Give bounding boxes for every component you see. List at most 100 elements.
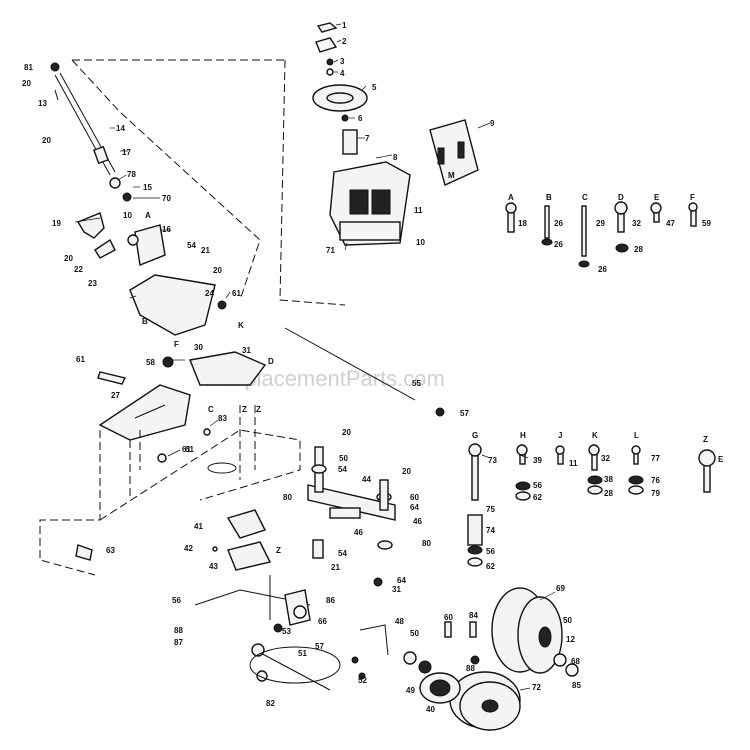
label-64: 64	[410, 503, 419, 512]
label-53: 53	[282, 627, 291, 636]
bracket-41	[226, 509, 266, 539]
label-46: 46	[413, 517, 422, 526]
label-54: 54	[338, 465, 347, 474]
label-8: 8	[393, 153, 398, 162]
label-10: 10	[416, 238, 425, 247]
label-20: 20	[402, 467, 411, 476]
letter-C: C	[582, 193, 588, 202]
letter-H: H	[520, 431, 526, 440]
label-80: 80	[283, 493, 292, 502]
letter-D: D	[268, 357, 274, 366]
label-13: 13	[38, 99, 47, 108]
label-62: 62	[486, 562, 495, 571]
hardware-pack-top	[505, 201, 698, 268]
label-85: 85	[572, 681, 581, 690]
label-19: 19	[52, 219, 61, 228]
letter-F: F	[690, 193, 695, 202]
label-77: 77	[651, 454, 660, 463]
label-6: 6	[358, 114, 363, 123]
bracket-30	[189, 351, 267, 386]
front-axle-assembly	[307, 446, 396, 587]
label-54: 54	[187, 241, 196, 250]
label-56: 56	[172, 596, 181, 605]
label-3: 3	[340, 57, 345, 66]
label-26: 26	[598, 265, 607, 274]
bolt-61	[217, 300, 227, 310]
label-56: 56	[486, 547, 495, 556]
label-68: 68	[571, 657, 580, 666]
label-12: 12	[566, 635, 575, 644]
label-20: 20	[22, 79, 31, 88]
label-48: 48	[395, 617, 404, 626]
label-4: 4	[340, 69, 345, 78]
label-23: 23	[88, 279, 97, 288]
letter-labels: A B C D E F G H J K L Z A B C D F K Z Z …	[142, 171, 724, 555]
label-11: 11	[569, 459, 578, 468]
label-57: 57	[460, 409, 469, 418]
letter-K: K	[238, 321, 244, 330]
label-75: 75	[486, 505, 495, 514]
label-15: 15	[143, 183, 152, 192]
lower-linkage	[194, 575, 389, 691]
label-84: 84	[469, 611, 478, 620]
label-5: 5	[372, 83, 377, 92]
label-27: 27	[111, 391, 120, 400]
label-83: 83	[218, 414, 227, 423]
label-42: 42	[184, 544, 193, 553]
label-32: 32	[601, 454, 610, 463]
rear-wheel	[491, 587, 579, 677]
bracket-24	[129, 274, 216, 336]
label-70: 70	[162, 194, 171, 203]
label-62: 62	[533, 493, 542, 502]
label-17: 17	[122, 148, 131, 157]
label-54: 54	[338, 549, 347, 558]
letter-K: K	[592, 431, 598, 440]
label-88: 88	[174, 626, 183, 635]
label-81: 81	[24, 63, 33, 72]
bracket-43	[227, 541, 272, 571]
label-73: 73	[488, 456, 497, 465]
label-60: 60	[410, 493, 419, 502]
label-79: 79	[651, 489, 660, 498]
label-41: 41	[194, 522, 203, 531]
letter-D: D	[618, 193, 624, 202]
letter-G: G	[472, 431, 478, 440]
label-63: 63	[106, 546, 115, 555]
letter-Z: Z	[256, 405, 261, 414]
label-11: 11	[414, 206, 423, 215]
label-24: 24	[205, 289, 214, 298]
label-30: 30	[194, 343, 203, 352]
plate-27	[98, 384, 191, 441]
label-66: 66	[318, 617, 327, 626]
label-1: 1	[342, 21, 347, 30]
steering-shaft-assembly	[50, 62, 166, 266]
label-16: 16	[162, 225, 171, 234]
letter-F: F	[174, 340, 179, 349]
label-9: 9	[490, 119, 495, 128]
label-32: 32	[632, 219, 641, 228]
label-69: 69	[556, 584, 565, 593]
label-74: 74	[486, 526, 495, 535]
label-72: 72	[532, 683, 541, 692]
letter-L: L	[634, 431, 639, 440]
letter-A: A	[145, 211, 151, 220]
drag-link	[284, 327, 416, 401]
letter-M: M	[448, 171, 455, 180]
letter-Z: Z	[242, 405, 247, 414]
label-50: 50	[563, 616, 572, 625]
letter-B: B	[142, 317, 148, 326]
label-10: 10	[123, 211, 132, 220]
label-52: 52	[358, 676, 367, 685]
label-14: 14	[116, 124, 125, 133]
label-28: 28	[604, 489, 613, 498]
part-labels: 1 2 3 4 5 6 7 8 9 81 20 13 14 20 17 78 1…	[22, 21, 711, 714]
label-78: 78	[127, 170, 136, 179]
leader-lines	[74, 23, 556, 691]
label-28: 28	[634, 245, 643, 254]
label-86: 86	[326, 596, 335, 605]
label-31: 31	[242, 346, 251, 355]
label-58: 58	[146, 358, 155, 367]
label-61: 61	[76, 355, 85, 364]
label-64: 64	[397, 576, 406, 585]
front-wheel	[403, 651, 521, 731]
